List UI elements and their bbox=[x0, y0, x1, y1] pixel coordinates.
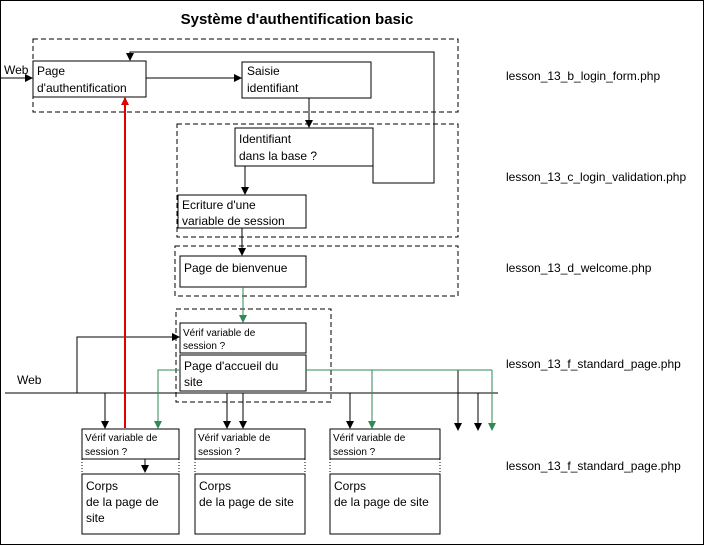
text-accueil-2: site bbox=[184, 375, 203, 389]
text-verif-3-1: Vérif variable de bbox=[333, 433, 406, 444]
group-login-validation bbox=[176, 123, 459, 238]
box-accueil bbox=[179, 354, 307, 392]
box-saisie bbox=[241, 61, 372, 99]
text-verif-1-1: Vérif variable de bbox=[85, 433, 158, 444]
text-verif-1-2: session ? bbox=[85, 447, 128, 458]
file-standard-2: lesson_13_f_standard_page.php bbox=[506, 459, 681, 473]
text-verif-main-2: session ? bbox=[183, 341, 226, 352]
box-bienvenue bbox=[179, 255, 307, 288]
text-corps-3-2: de la page de site bbox=[334, 495, 429, 509]
text-verif-2-1: Vérif variable de bbox=[198, 433, 271, 444]
group-login-form bbox=[32, 38, 459, 113]
web-label-top: Web bbox=[4, 63, 29, 77]
text-corps-1-1: Corps bbox=[86, 479, 118, 493]
text-ecriture-1: Ecriture d'une bbox=[182, 198, 256, 212]
text-corps-1-3: site bbox=[86, 511, 105, 525]
group-standard-page bbox=[175, 308, 332, 403]
text-identifiant-1: Identifiant bbox=[239, 132, 292, 146]
web-label-mid: Web bbox=[17, 373, 42, 387]
text-page-auth-1: Page bbox=[37, 64, 65, 78]
file-login-form: lesson_13_b_login_form.php bbox=[506, 69, 660, 83]
arrow-identifiant-loop-to-auth bbox=[126, 51, 435, 184]
text-corps-3-1: Corps bbox=[334, 479, 366, 493]
text-identifiant-2: dans la base ? bbox=[239, 149, 317, 163]
diagram-title: Système d'authentification basic bbox=[181, 11, 414, 28]
box-verif-3 bbox=[329, 428, 441, 460]
text-saisie-1: Saisie bbox=[247, 64, 280, 78]
arrow-web-to-verif-main bbox=[76, 333, 180, 393]
file-standard-1: lesson_13_f_standard_page.php bbox=[506, 357, 681, 371]
text-corps-2-2: de la page de site bbox=[199, 495, 294, 509]
text-page-auth-2: d'authentification bbox=[37, 81, 127, 95]
text-verif-2-2: session ? bbox=[198, 447, 241, 458]
group-welcome bbox=[174, 245, 459, 297]
box-identifiant bbox=[234, 127, 374, 167]
box-page-auth bbox=[32, 60, 147, 98]
text-verif-3-2: session ? bbox=[333, 447, 376, 458]
text-accueil-1: Page d'accueil du bbox=[184, 359, 278, 373]
file-login-validation: lesson_13_c_login_validation.php bbox=[506, 170, 686, 184]
text-ecriture-2: variable de session bbox=[182, 214, 285, 228]
green-arrow-accueil-to-verif-1 bbox=[154, 369, 180, 429]
box-corps-2 bbox=[194, 473, 306, 535]
text-bienvenue: Page de bienvenue bbox=[184, 261, 288, 275]
box-verif-main bbox=[179, 322, 307, 354]
box-corps-1 bbox=[81, 473, 180, 535]
file-welcome: lesson_13_d_welcome.php bbox=[506, 261, 652, 275]
box-verif-1 bbox=[81, 428, 180, 460]
text-corps-1-2: de la page de bbox=[86, 495, 159, 509]
text-saisie-2: identifiant bbox=[247, 81, 299, 95]
box-verif-2 bbox=[194, 428, 306, 460]
text-verif-main-1: Vérif variable de bbox=[183, 328, 256, 339]
text-corps-2-1: Corps bbox=[199, 479, 231, 493]
